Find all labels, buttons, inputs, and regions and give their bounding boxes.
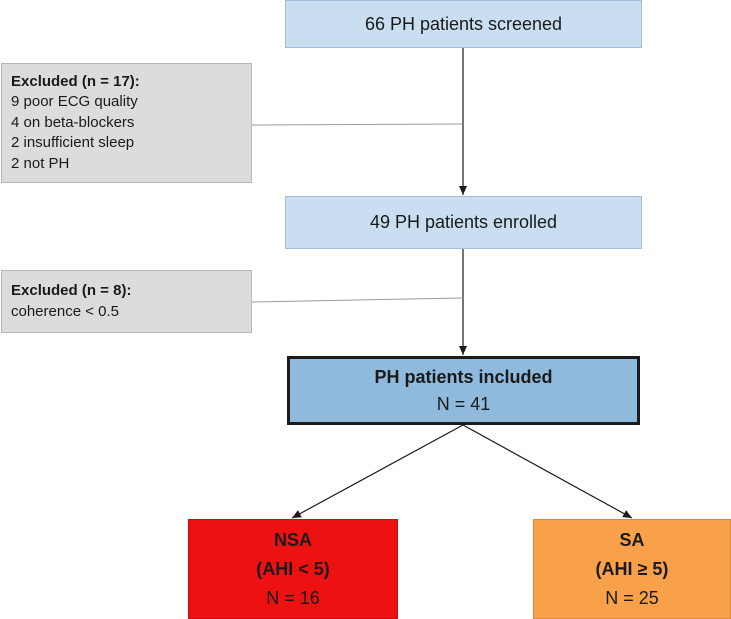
sa-count: N = 25 [605,587,659,608]
excluded-1-reason: 2 not PH [11,154,70,172]
excluded-2-heading: Excluded (n = 8): [11,282,132,299]
included-count: N = 41 [436,393,491,414]
nsa-criterion: (AHI < 5) [256,558,330,579]
connector-excluded-2 [251,297,464,303]
nsa-box: NSA (AHI < 5) N = 16 [188,519,398,619]
arrow-included-to-sa [462,424,633,519]
excluded-box-2: Excluded (n = 8): coherence < 0.5 [1,270,252,333]
screened-box: 66 PH patients screened [285,0,642,48]
excluded-2-reason: coherence < 0.5 [11,302,119,320]
sa-title: SA [619,529,645,550]
included-box: PH patients included N = 41 [287,356,640,425]
nsa-title: NSA [273,529,312,550]
excluded-1-reason: 2 insufficient sleep [11,134,135,152]
enrolled-label: 49 PH patients enrolled [369,212,558,232]
excluded-1-reason: 4 on beta-blockers [11,113,135,131]
nsa-count: N = 16 [266,587,320,608]
arrow-included-to-nsa [291,424,464,519]
excluded-box-1: Excluded (n = 17): 9 poor ECG quality 4 … [1,63,252,183]
included-title: PH patients included [374,366,553,387]
excluded-1-reason: 9 poor ECG quality [11,93,138,111]
sa-box: SA (AHI ≥ 5) N = 25 [533,519,731,619]
connector-excluded-1 [251,123,464,126]
sa-criterion: (AHI ≥ 5) [595,558,669,579]
excluded-1-heading: Excluded (n = 17): [11,72,140,90]
screened-label: 66 PH patients screened [364,13,563,34]
enrolled-box: 49 PH patients enrolled [285,196,642,249]
